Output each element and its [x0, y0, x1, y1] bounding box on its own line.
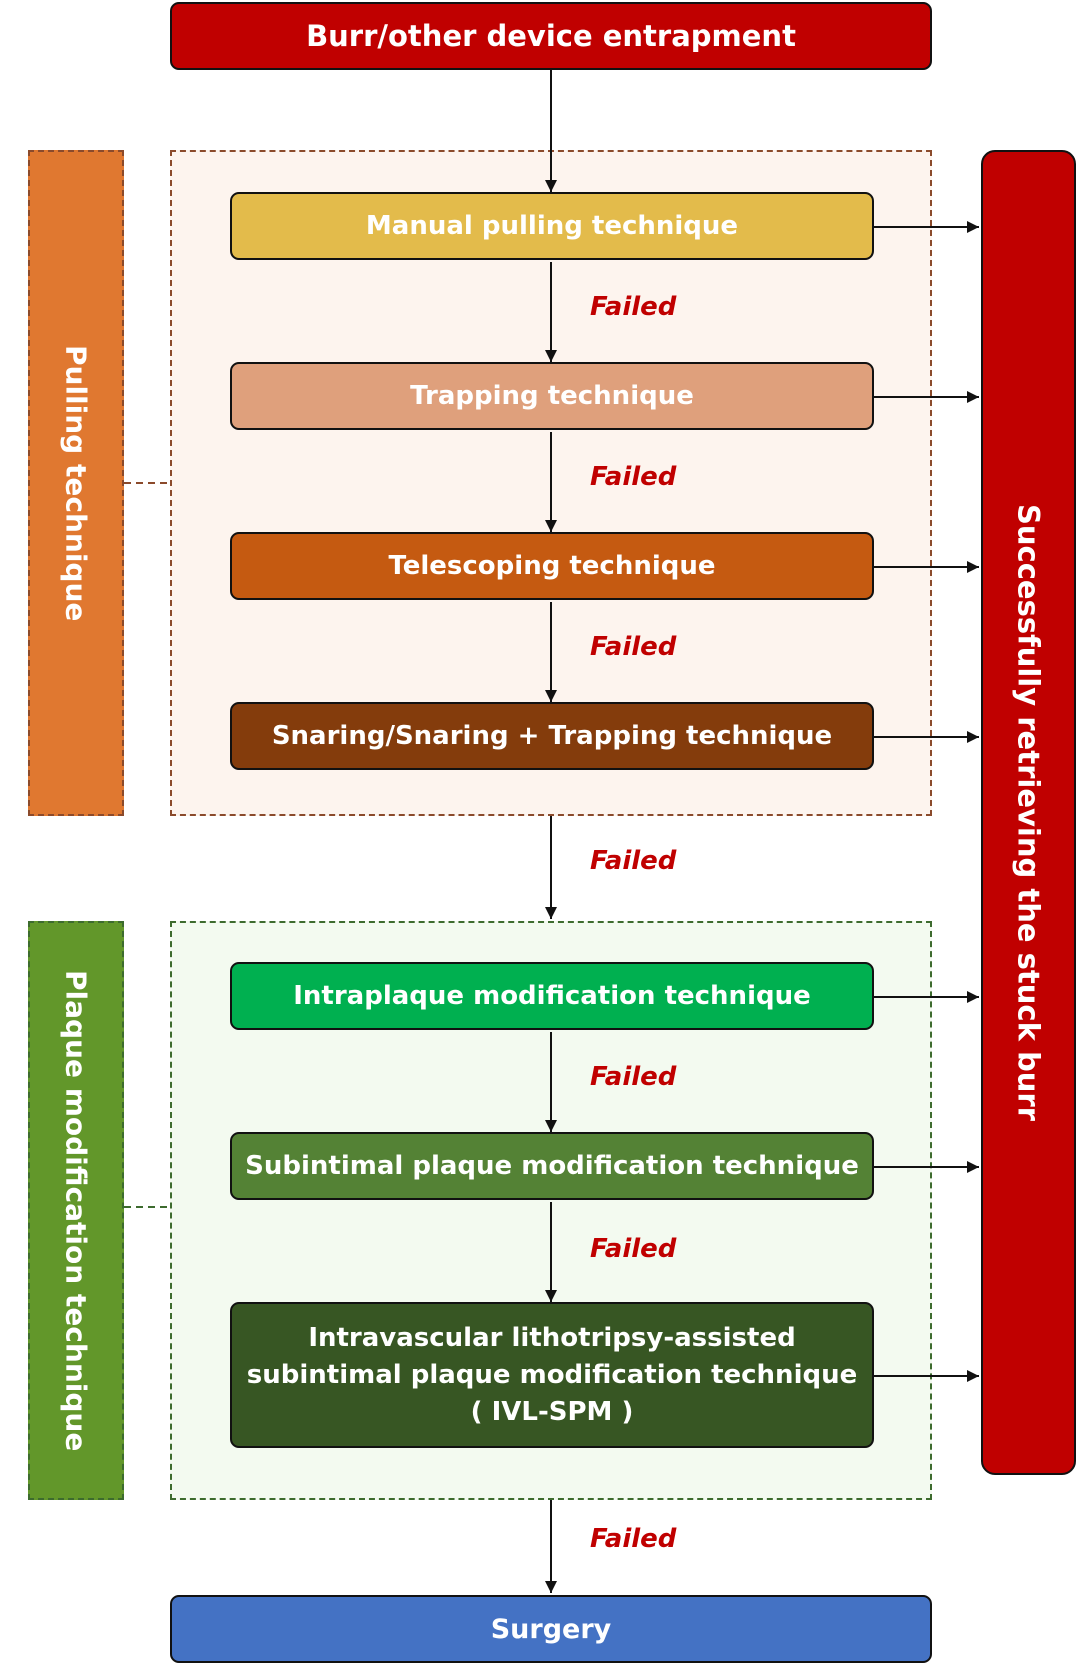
step-label: Manual pulling technique	[365, 211, 739, 241]
pulling-technique-label: Pulling technique	[59, 344, 93, 622]
failed-label: Failed	[590, 632, 677, 662]
step-ivl-spm: Intravascular lithotripsy-assisted subin…	[230, 1302, 874, 1448]
device-entrapment-box: Burr/other device entrapment	[170, 2, 932, 70]
step-label-line-3: ( IVL-SPM )	[470, 1396, 634, 1427]
plaque-modification-label: Plaque modification technique	[59, 969, 93, 1452]
failed-label: Failed	[590, 846, 677, 876]
surgery-label: Surgery	[490, 1613, 612, 1645]
step-subintimal: Subintimal plaque modification technique	[230, 1132, 874, 1200]
pulling-technique-label-box: Pulling technique	[28, 150, 124, 816]
step-snaring: Snaring/Snaring + Trapping technique	[230, 702, 874, 770]
step-label: Telescoping technique	[388, 551, 716, 581]
step-label: Snaring/Snaring + Trapping technique	[271, 721, 833, 751]
plaque-modification-label-box: Plaque modification technique	[28, 921, 124, 1500]
step-label-line-2: subintimal plaque modification technique	[246, 1359, 858, 1390]
success-retrieval-box: Successfully retrieving the stuck burr	[981, 150, 1076, 1475]
step-telescoping: Telescoping technique	[230, 532, 874, 600]
step-label: Subintimal plaque modification technique	[245, 1151, 859, 1181]
step-intraplaque: Intraplaque modification technique	[230, 962, 874, 1030]
failed-label: Failed	[590, 1234, 677, 1264]
success-retrieval-label: Successfully retrieving the stuck burr	[1011, 504, 1046, 1121]
failed-label: Failed	[590, 1524, 677, 1554]
step-label-line-1: Intravascular lithotripsy-assisted	[308, 1322, 796, 1353]
device-entrapment-label: Burr/other device entrapment	[306, 19, 796, 53]
failed-label: Failed	[590, 462, 677, 492]
failed-label: Failed	[590, 292, 677, 322]
step-manual-pulling: Manual pulling technique	[230, 192, 874, 260]
surgery-box: Surgery	[170, 1595, 932, 1663]
step-label: Trapping technique	[410, 381, 694, 411]
step-label: Intraplaque modification technique	[293, 981, 811, 1011]
step-trapping: Trapping technique	[230, 362, 874, 430]
failed-label: Failed	[590, 1062, 677, 1092]
